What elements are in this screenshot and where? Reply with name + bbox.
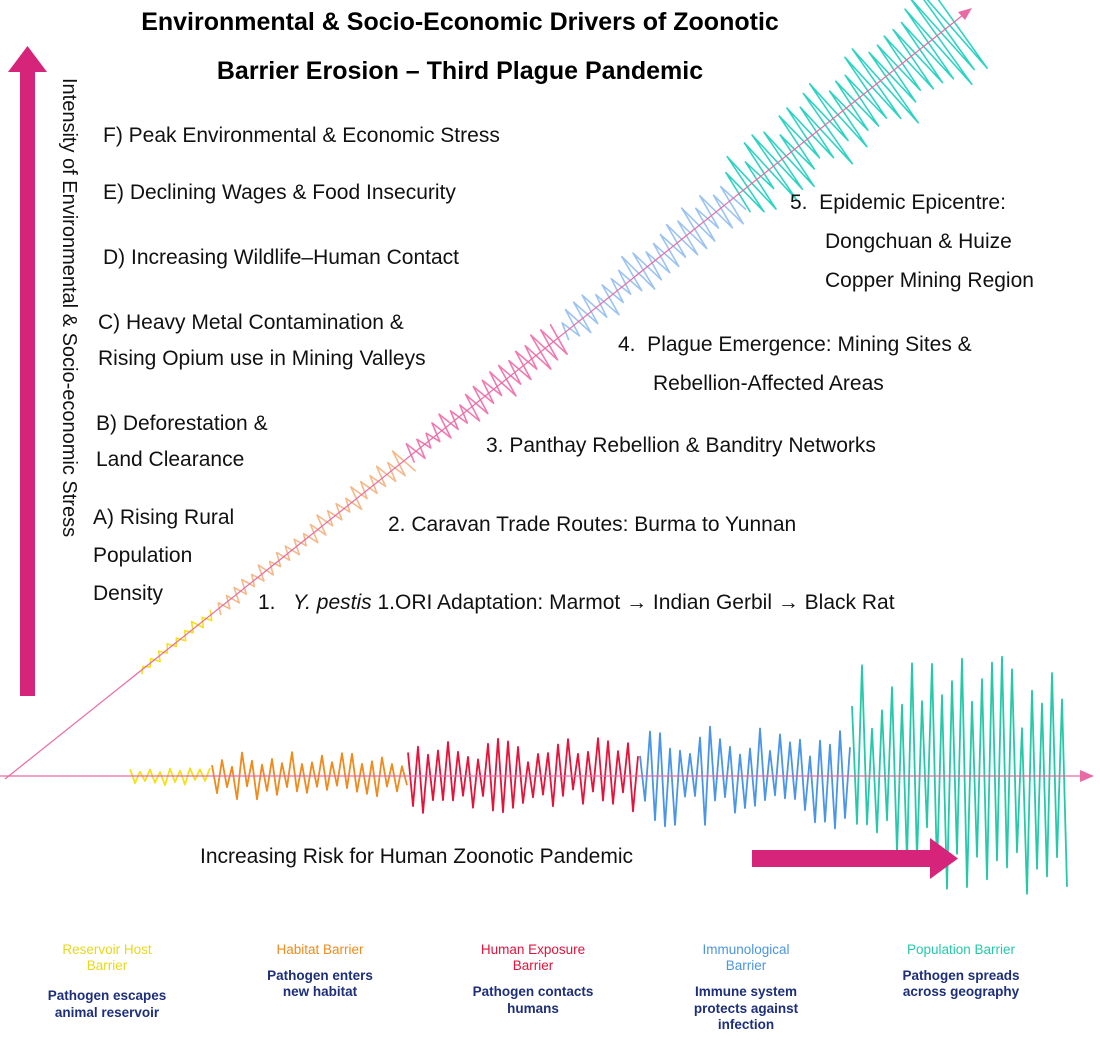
legend-immunological: Immunological Barrier Immune system prot… bbox=[651, 942, 841, 1033]
legend-reservoir-host: Reservoir Host Barrier Pathogen escapes … bbox=[12, 942, 202, 1021]
legend-habitat-desc: Pathogen enters new habitat bbox=[267, 968, 373, 1000]
diagonal-wave-segment-3 bbox=[405, 323, 568, 463]
legend-reservoir-host-desc: Pathogen escapes animal reservoir bbox=[47, 988, 167, 1020]
diagonal-stress-wave bbox=[141, 0, 988, 675]
horizontal-wave-segment-1 bbox=[129, 767, 211, 787]
legend-immunological-desc: Immune system protects against infection bbox=[693, 984, 799, 1032]
stage-1: 1. Y. pestis 1.ORI Adaptation: Marmot → … bbox=[258, 584, 895, 623]
diagonal-wave-segment-5 bbox=[725, 0, 988, 213]
horizontal-wave-segment-2 bbox=[211, 751, 408, 801]
driver-c: C) Heavy Metal Contamination & Rising Op… bbox=[98, 311, 426, 370]
legend-population-desc: Pathogen spreads across geography bbox=[902, 968, 1020, 1000]
driver-a: A) Rising Rural Population Density bbox=[93, 506, 235, 605]
title-line-1: Environmental & Socio-Economic Drivers o… bbox=[141, 8, 779, 36]
legend-habitat-title: Habitat Barrier bbox=[276, 942, 364, 957]
horizontal-barrier-wave bbox=[129, 655, 1068, 895]
horizontal-wave-segment-3 bbox=[407, 737, 639, 814]
legend-reservoir-host-title: Reservoir Host Barrier bbox=[62, 942, 152, 974]
legend-population-title: Population Barrier bbox=[906, 942, 1016, 957]
y-axis-label-wrap: Intensity of Environmental & Socio-econo… bbox=[48, 78, 80, 698]
stage-1-text: 1.ORI Adaptation: Marmot → Indian Gerbil… bbox=[371, 591, 895, 614]
stage-1-number: 1. bbox=[258, 591, 276, 614]
legend-human-exposure: Human Exposure Barrier Pathogen contacts… bbox=[438, 942, 628, 1017]
diagonal-axis-arrowhead bbox=[958, 8, 972, 20]
driver-d: D) Increasing Wildlife–Human Contact bbox=[103, 246, 459, 269]
driver-b: B) Deforestation & Land Clearance bbox=[96, 412, 268, 471]
legend-habitat: Habitat Barrier Pathogen enters new habi… bbox=[225, 942, 415, 1001]
y-axis-label: Intensity of Environmental & Socio-econo… bbox=[58, 78, 80, 538]
diagonal-wave-segment-2 bbox=[217, 450, 417, 616]
y-axis-arrow bbox=[8, 46, 47, 696]
diagonal-wave-segment-4 bbox=[561, 185, 747, 341]
legend-immunological-title: Immunological Barrier bbox=[702, 942, 790, 974]
stage-5: 5. Epidemic Epicentre: Dongchuan & Huize… bbox=[790, 191, 1034, 292]
stage-4: 4. Plague Emergence: Mining Sites & Rebe… bbox=[618, 333, 972, 395]
legend-population: Population Barrier Pathogen spreads acro… bbox=[866, 942, 1056, 1001]
x-axis-risk-arrow bbox=[752, 838, 958, 879]
driver-e: E) Declining Wages & Food Insecurity bbox=[103, 181, 456, 204]
title-line-2: Barrier Erosion – Third Plague Pandemic bbox=[216, 57, 704, 85]
x-axis-label: Increasing Risk for Human Zoonotic Pande… bbox=[200, 845, 634, 868]
stage-2: 2. Caravan Trade Routes: Burma to Yunnan bbox=[388, 513, 797, 536]
legend-human-exposure-title: Human Exposure Barrier bbox=[480, 942, 586, 974]
stage-1-species: Y. pestis bbox=[293, 591, 372, 614]
x-axis-arrowhead bbox=[1080, 770, 1094, 782]
horizontal-wave-segment-5 bbox=[851, 655, 1068, 895]
horizontal-wave-segment-4 bbox=[639, 725, 851, 830]
driver-f: F) Peak Environmental & Economic Stress bbox=[103, 124, 500, 147]
legend-human-exposure-desc: Pathogen contacts humans bbox=[472, 984, 594, 1016]
diagonal-axis-line bbox=[4, 10, 969, 780]
stage-3: 3. Panthay Rebellion & Banditry Networks bbox=[486, 434, 876, 457]
